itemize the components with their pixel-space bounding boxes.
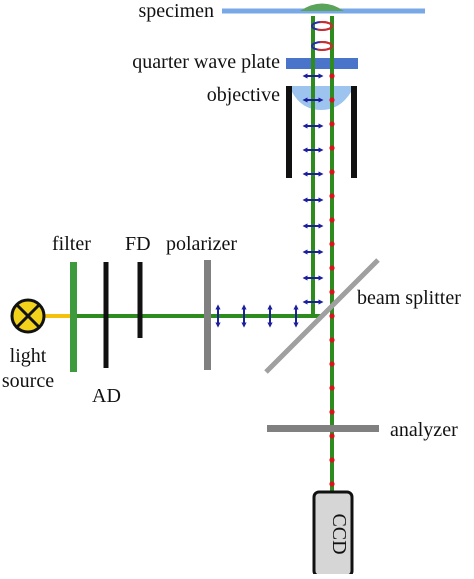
polarization-dot <box>329 337 335 343</box>
objective-lens <box>292 86 351 110</box>
filter <box>70 262 77 372</box>
label-polarizer: polarizer <box>166 233 237 255</box>
polarization-dot <box>329 169 335 175</box>
label-specimen: specimen <box>138 0 214 22</box>
polarization-dot <box>329 457 335 463</box>
light-source-icon <box>10 298 46 334</box>
polarization-dot <box>329 481 335 487</box>
analyzer <box>267 425 379 432</box>
polarization-dot <box>329 217 335 223</box>
polarizer <box>204 260 211 370</box>
polarization-dot <box>329 289 335 295</box>
beam-splitter <box>264 258 380 374</box>
label-source: source <box>2 370 54 392</box>
label-objective: objective <box>207 84 280 106</box>
polarization-dot <box>329 241 335 247</box>
polarization-dot <box>329 121 335 127</box>
polarization-dot <box>329 433 335 439</box>
specimen-sample <box>300 3 344 11</box>
polarization-dot <box>329 361 335 367</box>
label-light: light <box>10 345 47 367</box>
label-ad: AD <box>92 385 121 407</box>
vertical-polarization-arrows <box>302 73 324 305</box>
polarization-dot <box>329 313 335 319</box>
circular-arrow-icon <box>311 21 333 31</box>
label-filter: filter <box>52 233 91 255</box>
polarization-dot <box>329 73 335 79</box>
return-polarization-dots <box>329 73 335 487</box>
label-ccd: CCD <box>328 513 350 554</box>
polarization-dot <box>329 385 335 391</box>
label-analyzer: analyzer <box>390 419 458 441</box>
label-beam-splitter: beam splitter <box>357 287 461 309</box>
polarization-dot <box>329 409 335 415</box>
polarization-dot <box>329 265 335 271</box>
polarization-dot <box>329 193 335 199</box>
polarization-dot <box>329 145 335 151</box>
horizontal-polarization-arrows <box>215 304 299 328</box>
polarization-dot <box>329 97 335 103</box>
label-quarter-wave-plate: quarter wave plate <box>132 51 280 73</box>
quarter-wave-plate <box>286 58 358 69</box>
label-fd: FD <box>125 233 151 255</box>
circular-arrow-icon <box>311 41 333 51</box>
